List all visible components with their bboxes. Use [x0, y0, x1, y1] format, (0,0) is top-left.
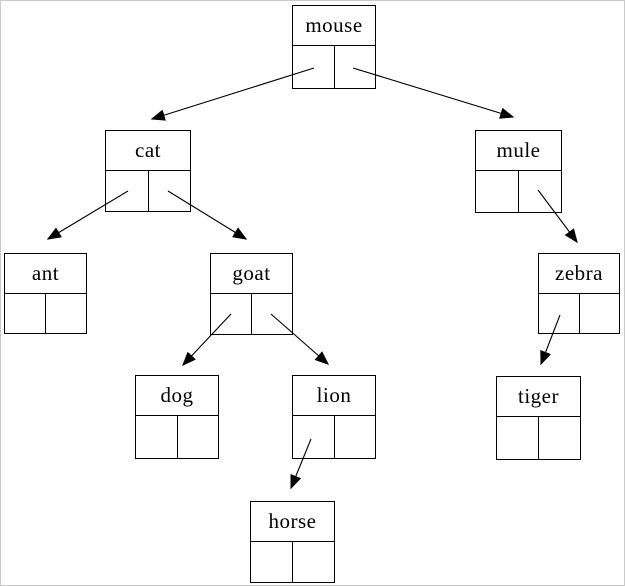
right-pointer-cell: [293, 542, 334, 582]
right-pointer-cell: [149, 171, 191, 211]
left-pointer-cell: [106, 171, 149, 211]
node-label: lion: [293, 376, 375, 416]
tree-node-ant: ant: [4, 253, 87, 334]
tree-node-cat: cat: [105, 130, 191, 212]
pointer-row: [476, 171, 561, 212]
tree-node-dog: dog: [135, 375, 219, 459]
right-pointer-cell: [335, 46, 376, 88]
pointer-row: [293, 46, 375, 88]
pointer-row: [251, 542, 334, 582]
right-pointer-cell: [539, 417, 580, 459]
node-label: goat: [211, 254, 292, 294]
right-pointer-cell: [519, 171, 561, 212]
left-pointer-cell: [293, 46, 335, 88]
pointer-row: [497, 417, 580, 459]
node-label: ant: [5, 254, 86, 294]
pointer-row: [136, 416, 218, 458]
tree-node-mule: mule: [475, 130, 562, 213]
tree-node-goat: goat: [210, 253, 293, 335]
node-label: cat: [106, 131, 190, 171]
left-pointer-cell: [476, 171, 519, 212]
right-pointer-cell: [178, 416, 219, 458]
node-label: zebra: [539, 254, 619, 294]
pointer-row: [5, 294, 86, 333]
node-label: mule: [476, 131, 561, 171]
node-label: horse: [251, 502, 334, 542]
left-pointer-cell: [251, 542, 293, 582]
node-label: tiger: [497, 377, 580, 417]
pointer-row: [211, 294, 292, 334]
left-pointer-cell: [539, 294, 580, 333]
left-pointer-cell: [497, 417, 539, 459]
right-pointer-cell: [335, 416, 376, 458]
tree-node-lion: lion: [292, 375, 376, 459]
right-pointer-cell: [580, 294, 620, 333]
pointer-row: [539, 294, 619, 333]
pointer-row: [106, 171, 190, 211]
left-pointer-cell: [136, 416, 178, 458]
left-pointer-cell: [211, 294, 252, 334]
tree-node-horse: horse: [250, 501, 335, 583]
tree-node-tiger: tiger: [496, 376, 581, 460]
pointer-row: [293, 416, 375, 458]
node-label: dog: [136, 376, 218, 416]
right-pointer-cell: [252, 294, 292, 334]
left-pointer-cell: [293, 416, 335, 458]
left-pointer-cell: [5, 294, 46, 333]
tree-node-mouse: mouse: [292, 5, 376, 89]
node-label: mouse: [293, 6, 375, 46]
right-pointer-cell: [46, 294, 86, 333]
tree-node-zebra: zebra: [538, 253, 620, 334]
